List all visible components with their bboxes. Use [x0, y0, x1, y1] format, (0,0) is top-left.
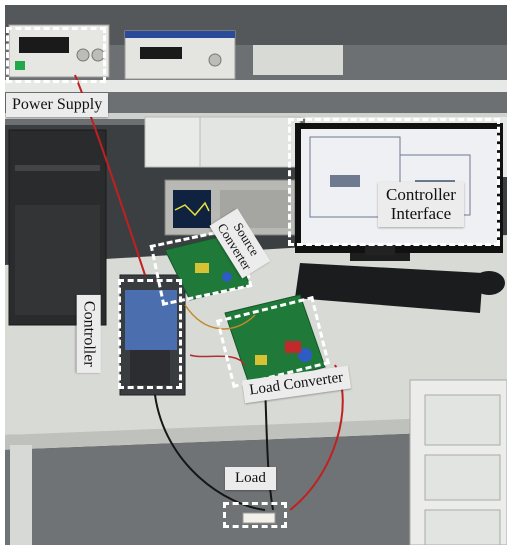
controller-interface-label: Controller Interface — [378, 182, 464, 228]
load-label: Load — [225, 467, 276, 490]
controller-interface-highlight — [288, 118, 500, 246]
controller-label: Controller — [77, 294, 101, 373]
power-supply-label: Power Supply — [6, 93, 109, 117]
lab-photo-scene: Power Supply Controller Interface Source… — [5, 5, 507, 545]
lab-photo-background — [5, 5, 507, 545]
controller-interface-label-line2: Interface — [390, 203, 452, 223]
controller-label-text: Controller — [80, 300, 98, 367]
power-supply-highlight — [6, 27, 106, 83]
load-highlight — [223, 502, 287, 528]
load-label-text: Load — [235, 470, 266, 486]
controller-highlight — [118, 279, 182, 389]
controller-interface-label-line1: Controller — [386, 185, 456, 204]
power-supply-label-text: Power Supply — [12, 96, 103, 113]
